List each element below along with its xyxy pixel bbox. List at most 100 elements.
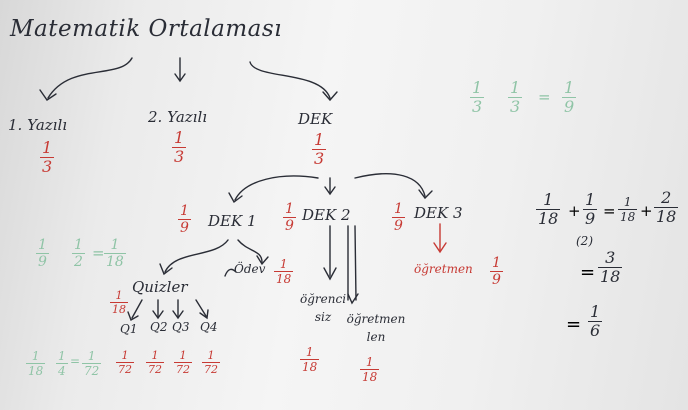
calc-eq1: = — [603, 202, 616, 220]
q1-fraction: 1 72 — [116, 350, 134, 375]
q1-den: 72 — [116, 362, 134, 376]
green-top-c: 1 9 — [562, 80, 577, 116]
dek3-label: DEK 3 — [414, 204, 463, 222]
calc-eq3: = — [566, 314, 582, 335]
yazili2-label: 2. Yazılı — [148, 108, 208, 126]
calc-plus1: + — [568, 202, 581, 220]
arrowhead-ogrenci — [323, 267, 337, 281]
odev-bracket — [224, 268, 237, 277]
arrowhead-ogretmen-dek2 — [347, 293, 359, 305]
q4-num: 1 — [207, 349, 215, 362]
yazili2-fraction: 1 3 — [172, 128, 187, 165]
green-mid-b: 1 2 — [72, 238, 85, 269]
calc-multiplier: (2) — [576, 234, 593, 248]
calc-result1-den: 18 — [598, 267, 623, 286]
q2-label: Q2 — [150, 320, 168, 334]
green-top-c-den: 9 — [562, 97, 577, 116]
arrowhead-dek1 — [228, 192, 243, 204]
dek3-num: 1 — [394, 201, 403, 217]
arrow-to-q4 — [195, 299, 207, 317]
green-bottom-eq: = — [70, 354, 81, 368]
dek-label: DEK — [298, 110, 333, 128]
quizler-num: 1 — [115, 289, 123, 302]
arrowhead-q1 — [127, 311, 139, 322]
green-bottom-b-den: 4 — [56, 363, 68, 378]
green-mid-a: 1 9 — [36, 238, 49, 269]
arrowhead-dek3 — [418, 189, 433, 200]
q4-label: Q4 — [200, 320, 218, 334]
arrow-to-odev — [237, 239, 263, 263]
arrowhead-quizler — [159, 263, 173, 276]
calc-result2-den: 6 — [588, 321, 603, 340]
green-mid-b-num: 1 — [74, 237, 83, 253]
green-top-a-den: 3 — [470, 97, 485, 116]
green-top-b-den: 3 — [508, 97, 523, 116]
calc-result1-num: 3 — [605, 248, 616, 267]
odev-den: 18 — [274, 271, 294, 286]
green-top-b: 1 3 — [508, 80, 523, 116]
arrowhead-ogretmen-dek3 — [433, 242, 447, 254]
yazili2-num: 1 — [174, 128, 185, 147]
calc-c-num: 1 — [623, 195, 632, 209]
green-mid-a-den: 9 — [36, 253, 49, 270]
ogretmen-dek2-label: öğretmen len — [346, 312, 406, 344]
arrow-to-dek — [249, 61, 331, 99]
dek-den: 3 — [312, 149, 327, 168]
q3-fraction: 1 72 — [174, 350, 192, 375]
arrowhead-yazili1 — [39, 89, 57, 101]
page-title: Matematik Ortalaması — [10, 16, 283, 42]
dek1-num: 1 — [180, 203, 189, 219]
green-bottom-c: 1 72 — [82, 350, 102, 378]
calc-d-den: 18 — [654, 207, 679, 226]
green-bottom-b-num: 1 — [58, 349, 66, 363]
calc-b-num: 1 — [585, 190, 596, 209]
dek1-fraction: 1 9 — [178, 204, 191, 235]
calc-result2-num: 1 — [590, 302, 601, 321]
dek1-label: DEK 1 — [208, 212, 257, 230]
ogretmen-dek3-num: 1 — [492, 255, 501, 271]
ogretmen-dek2-fraction: 1 18 — [360, 356, 380, 383]
q3-num: 1 — [179, 349, 187, 362]
quizler-den: 18 — [110, 302, 128, 316]
green-bottom-a-den: 18 — [26, 363, 46, 378]
green-mid-c: 1 18 — [104, 238, 126, 269]
yazili1-den: 3 — [40, 157, 55, 176]
ogrenci-den: 18 — [300, 359, 320, 374]
green-bottom-c-den: 72 — [82, 363, 102, 378]
calc-a: 1 18 — [536, 190, 561, 227]
arrow-to-dek3 — [354, 172, 426, 197]
calc-eq2: = — [580, 262, 596, 283]
arrow-to-yazili1 — [47, 57, 133, 99]
calc-b-den: 9 — [583, 209, 598, 228]
dek2-fraction: 1 9 — [283, 202, 296, 233]
dek1-den: 9 — [178, 219, 191, 236]
calc-result1: 3 18 — [598, 248, 623, 286]
calc-a-num: 1 — [543, 190, 554, 209]
q2-num: 1 — [151, 349, 159, 362]
q4-fraction: 1 72 — [202, 350, 220, 375]
yazili1-fraction: 1 3 — [40, 138, 55, 176]
green-bottom-a-num: 1 — [31, 349, 40, 363]
arrowhead-odev — [256, 255, 269, 266]
ogrenci-label: öğrenci siz — [300, 292, 347, 324]
arrow-to-quizler — [164, 239, 229, 273]
calc-c-den: 18 — [618, 209, 638, 224]
arrow-to-q1 — [131, 299, 143, 319]
q2-den: 72 — [146, 362, 164, 376]
dek2-num: 1 — [285, 201, 294, 217]
dek2-den: 9 — [283, 217, 296, 234]
dek-num: 1 — [314, 130, 325, 149]
green-mid-a-num: 1 — [38, 237, 47, 253]
yazili1-num: 1 — [42, 138, 53, 157]
arrowhead-q4 — [199, 309, 209, 320]
dek3-den: 9 — [392, 217, 405, 234]
q4-den: 72 — [202, 362, 220, 376]
green-top-a-num: 1 — [472, 78, 483, 97]
yazili1-label: 1. Yazılı — [8, 116, 68, 134]
green-mid-b-den: 2 — [72, 253, 85, 270]
q3-label: Q3 — [172, 320, 190, 334]
dek2-label: DEK 2 — [302, 206, 351, 224]
ogretmen-dek3-label: öğretmen — [414, 262, 473, 276]
